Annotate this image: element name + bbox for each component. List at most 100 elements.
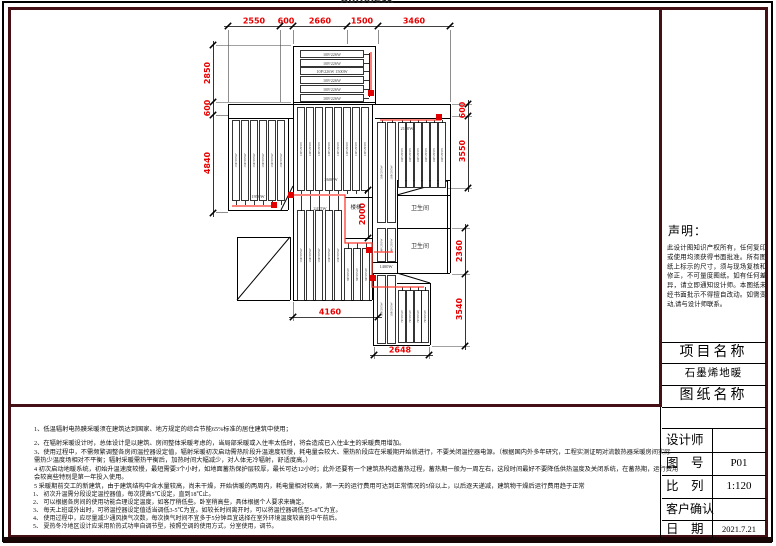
heating-panel	[241, 120, 249, 201]
note-line: 1、 初次升温需分段设定温控器值，每次提高5℃设定，直到18℃止。	[33, 490, 215, 498]
wall-line	[236, 236, 291, 301]
panel-label: 8P/295W	[346, 267, 350, 281]
room-label: 楼梯	[350, 203, 362, 211]
heating-panel	[414, 122, 422, 188]
panel-label: 13P/295W	[234, 152, 238, 167]
wall-line	[396, 272, 431, 284]
dim-text: 3460	[403, 17, 426, 26]
room-label: 2415W	[313, 206, 327, 211]
panel-label: 10P/295W	[432, 147, 436, 162]
dim-text: 3540	[455, 297, 464, 320]
panel-label: 10P/226W 1500W	[316, 69, 347, 74]
panel-label: 13P/295W	[336, 141, 340, 156]
titleblock-row-label: 日 期	[666, 522, 704, 536]
titlecol-line	[662, 428, 766, 429]
heating-panel	[277, 120, 285, 201]
note-line: 3、 每天上班或外出时，可将温控器设定值适当调低3-5℃为宜。如较长时间离开时，…	[33, 506, 342, 514]
dim-tick	[209, 111, 217, 119]
panel-label: 10P/295W	[390, 164, 394, 179]
sheet-inner-frame	[8, 7, 768, 538]
dim-tick	[446, 22, 454, 30]
heating-panel	[361, 107, 369, 191]
dim-tick	[343, 22, 351, 30]
heating-panel	[300, 59, 364, 67]
dim-text: 2360	[455, 239, 464, 262]
panel-label: 13P/295W	[299, 247, 303, 262]
panel-label: 13P/295W	[243, 152, 247, 167]
note-line: 会较高些特别是第一年投入使用。	[34, 473, 128, 481]
dim-text: 2850	[203, 61, 212, 84]
panel-label: 10P/226W	[323, 78, 341, 83]
panel-label: 13P/295W	[345, 141, 349, 156]
dim-tick	[224, 22, 232, 30]
panel-label: 10P/295W	[390, 301, 394, 316]
room-label: 2110W	[400, 126, 414, 131]
panel-label: 7P/295W	[416, 309, 420, 323]
panel-label: 10P/226W	[323, 96, 341, 101]
note-line: 需热少温度场相对不平衡；辐射采暖需热平衡后，加热时间大幅减少，对人体无冷辐射，舒…	[34, 456, 312, 464]
panel-label: 13P/295W	[308, 247, 312, 262]
project-name-value: 石墨烯地暖	[684, 368, 743, 379]
dim-tick	[289, 22, 297, 30]
dim-text: 600	[278, 17, 295, 26]
heating-panel	[325, 107, 333, 191]
heating-panel	[343, 107, 351, 191]
heating-panel	[334, 107, 342, 191]
heating-panel	[300, 67, 364, 75]
heating-panel	[306, 210, 314, 301]
titleblock-row-label: 设计师	[666, 433, 704, 447]
heating-panel	[259, 120, 267, 201]
panel-label: 7P/295W	[423, 309, 427, 323]
junction-box	[366, 247, 372, 253]
panel-label: 13P/295W	[299, 141, 303, 156]
panel-label: 13P/295W	[327, 141, 331, 156]
titlecol-line	[662, 385, 766, 386]
titlecol-line	[662, 498, 766, 499]
panel-label: 13P/295W	[261, 152, 265, 167]
titleblock-row-label: 客户确认	[666, 502, 715, 516]
titleblock-row-value: 1:120	[726, 480, 752, 492]
heating-panel	[422, 122, 430, 188]
heating-panel	[325, 210, 333, 301]
junction-box	[368, 90, 374, 96]
note-line: 5 采暖期前交工的新建筑，由于建筑结构中含水量较高，尚未干燥，开始供暖的两周内，…	[34, 482, 585, 490]
junction-box	[436, 114, 442, 120]
titleblock-row-value	[713, 498, 765, 520]
heating-panel	[300, 76, 364, 84]
panel-label: 10P/295W	[424, 147, 428, 162]
heating-panel	[268, 120, 276, 201]
note-line: 2、 可以根据各房间的使用功能合理设定温度，如客厅稍低些。卧室稍高些，具体根据个…	[33, 498, 308, 506]
note-line: 3、使用过程中，不需频繁调整各房间温控器设定值，辐射采暖初次启动需热阶段升温速度…	[34, 448, 671, 456]
dim-text: 4840	[203, 151, 212, 174]
heating-panel	[377, 275, 386, 344]
dim-tick	[374, 22, 382, 30]
heating-panel	[406, 290, 414, 343]
dim-tick	[364, 186, 372, 194]
heating-panel	[315, 210, 323, 301]
dim-text: 2660	[309, 17, 332, 26]
heating-panel	[232, 120, 240, 201]
project-name-label: 项目名称	[679, 345, 748, 360]
junction-box	[288, 192, 294, 198]
panel-label: 13P/295W	[317, 247, 321, 262]
panel-label: 10P/295W	[408, 147, 412, 162]
panel-label: 13P/295W	[279, 152, 283, 167]
notes-divider	[8, 404, 662, 407]
panel-label: 4P/295W	[390, 238, 394, 252]
panel-label: 13P/295W	[317, 141, 321, 156]
sheet-name-label: 图纸名称	[679, 388, 748, 403]
heating-panel	[387, 275, 396, 344]
panel-label: 13P/295W	[336, 247, 340, 262]
panel-label: 10P/226W	[323, 52, 341, 57]
heating-panel	[300, 85, 364, 93]
dim-text: 3550	[458, 139, 467, 162]
heating-panel	[353, 248, 361, 301]
titleblock-row-value: P01	[730, 457, 748, 469]
panel-label: 13P/295W	[308, 141, 312, 156]
sheet-bottom-band	[3, 537, 772, 543]
room-label: 1400W	[379, 264, 393, 269]
dim-tick	[374, 313, 382, 321]
titlecol-divider-maroon	[659, 7, 662, 407]
titleblock-row-label: 图 号	[666, 456, 704, 470]
dim-tick	[370, 351, 378, 359]
